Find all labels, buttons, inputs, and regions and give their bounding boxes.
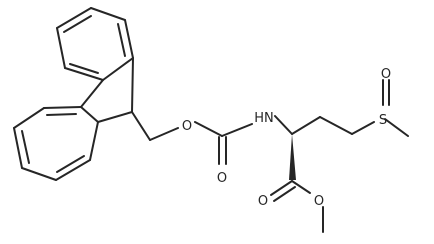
bond (124, 19, 134, 59)
atom-label-ester-ether-o: O (314, 194, 324, 209)
bond (194, 121, 223, 137)
atom-label-amide-n: HN (254, 111, 274, 126)
bond (63, 15, 92, 33)
bond (21, 167, 57, 181)
bond (80, 106, 99, 123)
bond (21, 130, 30, 164)
bond (43, 106, 82, 109)
bond (270, 180, 293, 196)
bond (56, 7, 92, 29)
bond (13, 107, 45, 129)
atom-label-sulfoxide-o: O (381, 67, 391, 82)
bond (319, 116, 353, 135)
stereo-wedge-bond (289, 134, 296, 180)
bond (131, 111, 151, 141)
bond (46, 113, 77, 116)
atom-labels: O HN O S O O O (182, 67, 391, 209)
fluorenyl-group (13, 7, 134, 181)
bond (291, 116, 321, 135)
bond (69, 63, 99, 74)
atom-label-ester-carbonyl-o: O (258, 194, 268, 209)
bond (149, 127, 179, 141)
bond (102, 57, 134, 81)
bond (384, 118, 409, 137)
atom-label-carbamate-carbonyl-o: O (217, 171, 227, 186)
bond (351, 121, 375, 135)
bond (56, 27, 66, 69)
bond (13, 127, 23, 169)
bond (55, 159, 91, 181)
bond (221, 123, 253, 137)
bond (89, 121, 99, 161)
fmoc-linker (131, 111, 293, 165)
atom-label-carbamate-ether-o: O (182, 119, 192, 134)
atom-label-sulfur: S (379, 113, 387, 128)
bond (56, 155, 85, 173)
bond (64, 67, 104, 81)
amino-acid-backbone (270, 79, 409, 233)
bond (131, 57, 134, 113)
bond (90, 7, 126, 21)
bond (80, 79, 104, 108)
bond (117, 23, 126, 57)
bond (291, 180, 311, 194)
bond (273, 186, 296, 202)
bond (274, 115, 293, 135)
bond (97, 111, 133, 123)
